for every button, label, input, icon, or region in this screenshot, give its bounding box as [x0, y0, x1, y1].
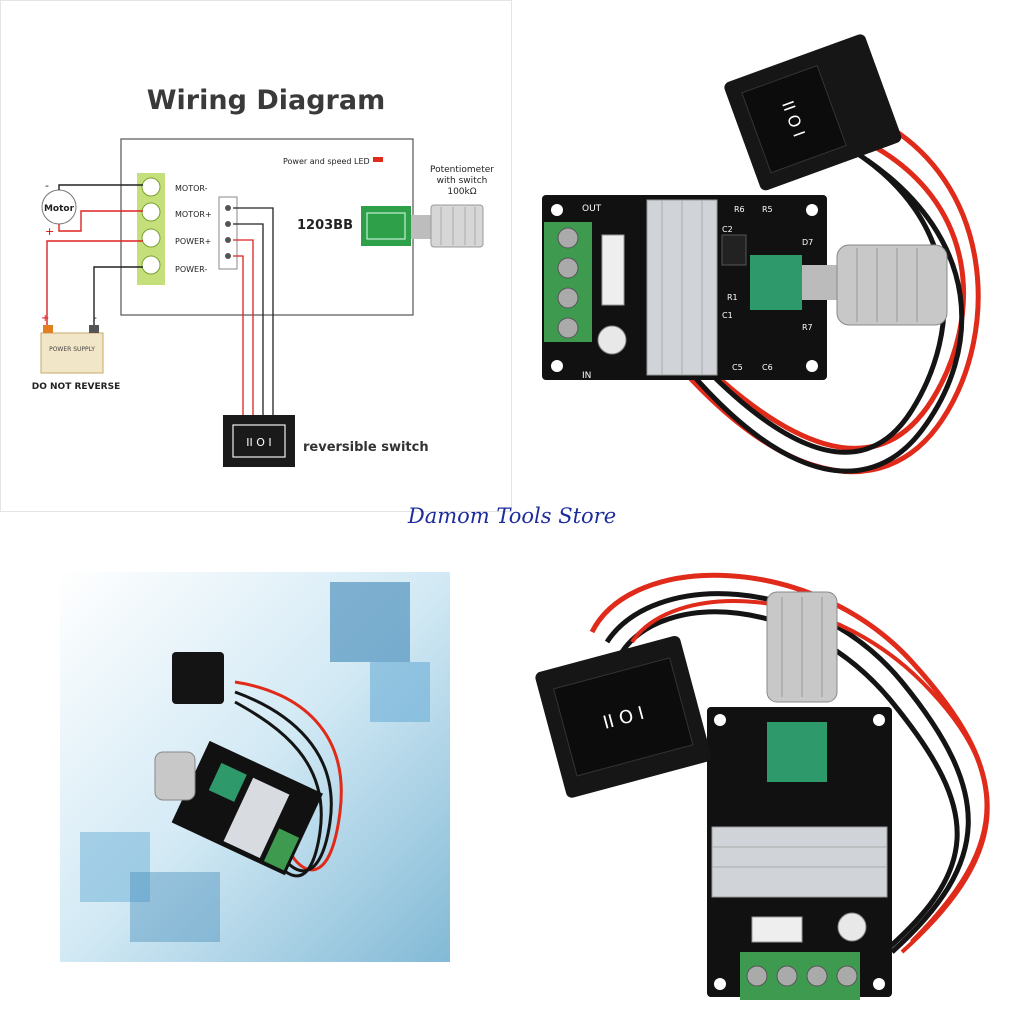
led-label: Power and speed LED	[283, 157, 370, 166]
rocker-switch: II O I	[535, 635, 712, 798]
svg-text:C2: C2	[722, 225, 733, 234]
pot-label-1: Potentiometer	[430, 165, 494, 175]
svg-text:D7: D7	[802, 238, 813, 247]
power-supply-icon	[40, 332, 104, 374]
product-photo-top-right: OUT IN R6 R5 C2 C1 R1 C5 C6 D7 R7	[512, 0, 1024, 512]
svg-text:R6: R6	[734, 205, 745, 214]
rocker-switch	[172, 652, 224, 704]
product-photo-bottom-right: II O I	[512, 512, 1024, 1024]
power-supply-label: POWER SUPPLY	[49, 346, 95, 353]
pwm-controller-photo-2	[60, 572, 450, 962]
store-watermark: Damom Tools Store	[407, 504, 617, 528]
svg-text:II O I: II O I	[246, 436, 271, 449]
potentiometer-body	[361, 206, 411, 246]
terminal-motor-minus: MOTOR-	[175, 184, 208, 193]
rocker-switch: II O I	[724, 34, 902, 191]
pot-label-2: with switch	[437, 176, 488, 186]
terminal-power-plus: POWER+	[175, 237, 211, 246]
knob-icon	[836, 244, 948, 326]
pwm-controller-photo-3: II O I	[535, 572, 990, 1000]
svg-text:-: -	[93, 311, 97, 324]
wiring-diagram: Wiring Diagram Power and speed LED Poten…	[32, 85, 494, 467]
terminal-power-minus: POWER-	[175, 265, 207, 274]
svg-text:R5: R5	[762, 205, 773, 214]
pcb-board	[171, 740, 323, 876]
potentiometer	[767, 722, 827, 782]
pot-knob-icon	[430, 204, 484, 248]
knob-icon	[154, 751, 196, 801]
wiring-diagram-panel: Wiring Diagram Power and speed LED Poten…	[0, 0, 512, 512]
motor-label: Motor	[44, 204, 75, 214]
product-photo-bottom-left	[0, 512, 512, 1024]
warning-text: DO NOT REVERSE	[32, 382, 120, 392]
heatsink	[711, 826, 888, 898]
svg-text:+: +	[45, 225, 54, 238]
svg-text:C5: C5	[732, 363, 743, 372]
pot-shaft	[411, 215, 433, 239]
svg-text:C1: C1	[722, 311, 733, 320]
reversible-switch-icon	[223, 415, 295, 467]
switch-header	[218, 196, 238, 270]
diagram-title: Wiring Diagram	[147, 85, 385, 116]
svg-text:R7: R7	[802, 323, 813, 332]
led-icon	[373, 157, 383, 162]
terminal-motor-plus: MOTOR+	[175, 210, 212, 219]
svg-text:+: +	[41, 313, 49, 324]
pot-label-3: 100kΩ	[447, 187, 476, 197]
switch-label: reversible switch	[303, 440, 429, 455]
svg-text:-: -	[45, 179, 49, 192]
svg-text:IN: IN	[582, 371, 591, 381]
svg-text:OUT: OUT	[582, 204, 602, 214]
svg-text:R1: R1	[727, 293, 738, 302]
potentiometer	[750, 255, 802, 310]
pwm-controller-photo-1: OUT IN R6 R5 C2 C1 R1 C5 C6 D7 R7	[542, 34, 981, 475]
board-label: 1203BB	[297, 218, 353, 233]
svg-text:C6: C6	[762, 363, 773, 372]
